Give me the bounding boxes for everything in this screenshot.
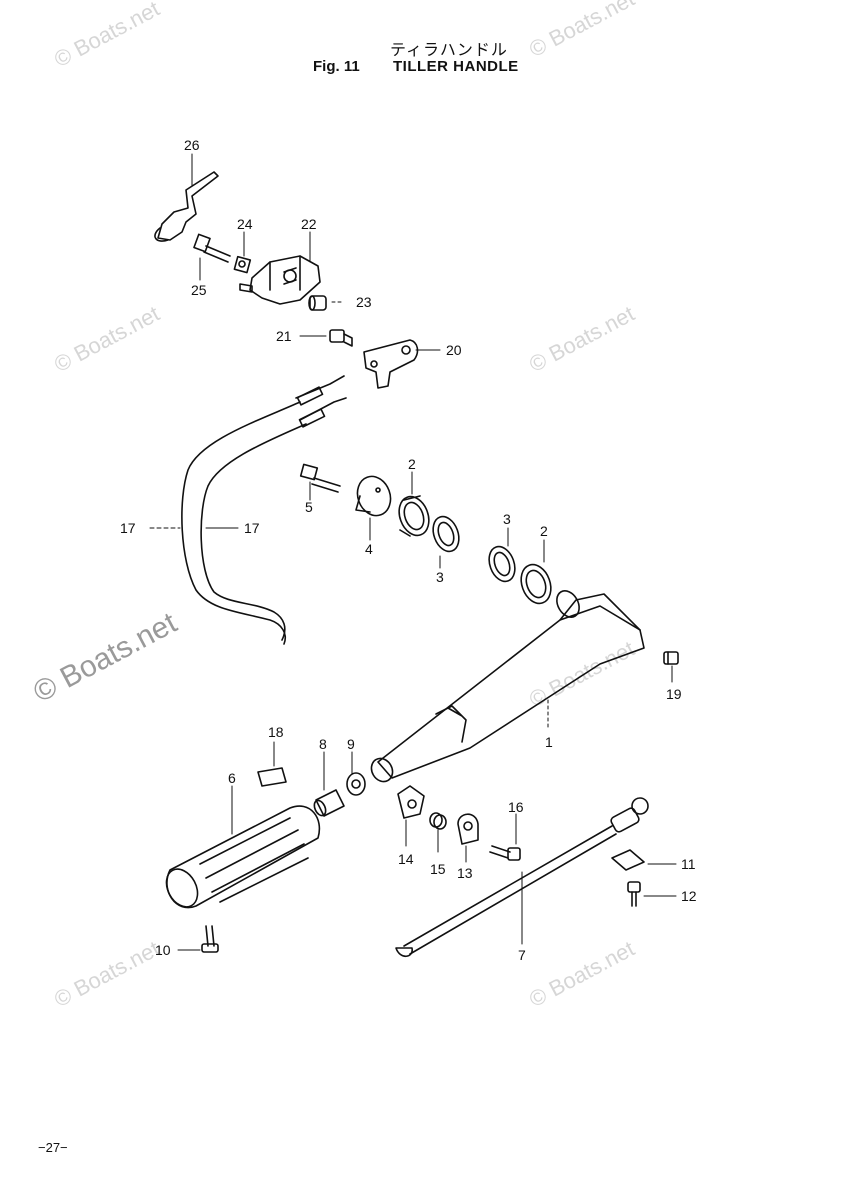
callout-22: 22 — [301, 216, 317, 232]
part-1-tiller-arm — [370, 590, 645, 783]
callout-2-upper: 2 — [408, 456, 416, 472]
part-19-screw — [663, 651, 679, 665]
figure-number: Fig. 11 — [313, 58, 360, 75]
callout-25: 25 — [191, 282, 207, 298]
part-22-bracket — [239, 255, 321, 305]
figure-title: TILLER HANDLE — [393, 58, 519, 75]
part-11-tab — [611, 849, 645, 871]
callout-19: 19 — [666, 686, 682, 702]
callout-18: 18 — [268, 724, 284, 740]
callout-3-upper: 3 — [436, 569, 444, 585]
part-15-spring — [429, 812, 447, 830]
part-13-clamp — [457, 813, 479, 845]
callout-2-lower: 2 — [540, 523, 548, 539]
callout-11: 11 — [681, 856, 696, 872]
callout-23: 23 — [356, 294, 372, 310]
part-18-label — [257, 767, 287, 787]
part-10-screw — [201, 925, 219, 953]
callout-26: 26 — [184, 137, 200, 153]
callout-12: 12 — [681, 888, 697, 904]
callout-20: 20 — [446, 342, 462, 358]
callout-4: 4 — [365, 541, 373, 557]
callout-14: 14 — [398, 851, 414, 867]
part-14-lever — [397, 785, 425, 819]
callout-5: 5 — [305, 499, 313, 515]
callout-10: 10 — [155, 942, 171, 958]
callout-15: 15 — [430, 861, 446, 877]
callout-7: 7 — [518, 947, 526, 963]
part-2-bushing-lower — [520, 563, 552, 605]
part-2-bushing-upper — [398, 495, 430, 537]
part-25-bolt — [193, 233, 231, 263]
part-21-adjuster — [329, 329, 353, 347]
part-9-nut — [346, 772, 366, 796]
callout-6: 6 — [228, 770, 236, 786]
part-23-collar — [308, 295, 327, 311]
part-6-grip — [165, 805, 321, 909]
part-4-disc — [355, 475, 392, 517]
callout-17-left: 17 — [120, 520, 136, 536]
callout-21: 21 — [276, 328, 292, 344]
callout-9: 9 — [347, 736, 355, 752]
title-japanese: ティラハンドル — [390, 42, 508, 59]
part-24-nut — [233, 255, 252, 274]
part-3-ring-lower — [488, 545, 516, 583]
callout-8: 8 — [319, 736, 327, 752]
callout-16: 16 — [508, 799, 524, 815]
part-17-cables — [181, 375, 347, 645]
part-3-ring-upper — [432, 515, 460, 553]
part-5-bolt — [299, 463, 341, 493]
part-26-link-rod — [154, 171, 219, 242]
part-20-plate — [363, 339, 419, 389]
callout-13: 13 — [457, 865, 473, 881]
callout-24: 24 — [237, 216, 253, 232]
callout-3-lower: 3 — [503, 511, 511, 527]
part-8-plug — [313, 789, 345, 817]
part-7-throttle-cable — [395, 797, 649, 958]
part-16-screw — [489, 845, 521, 861]
page-number: −27− — [38, 1140, 68, 1155]
callout-1: 1 — [545, 734, 553, 750]
part-12-bolt — [627, 881, 641, 907]
callout-17-right: 17 — [244, 520, 260, 536]
